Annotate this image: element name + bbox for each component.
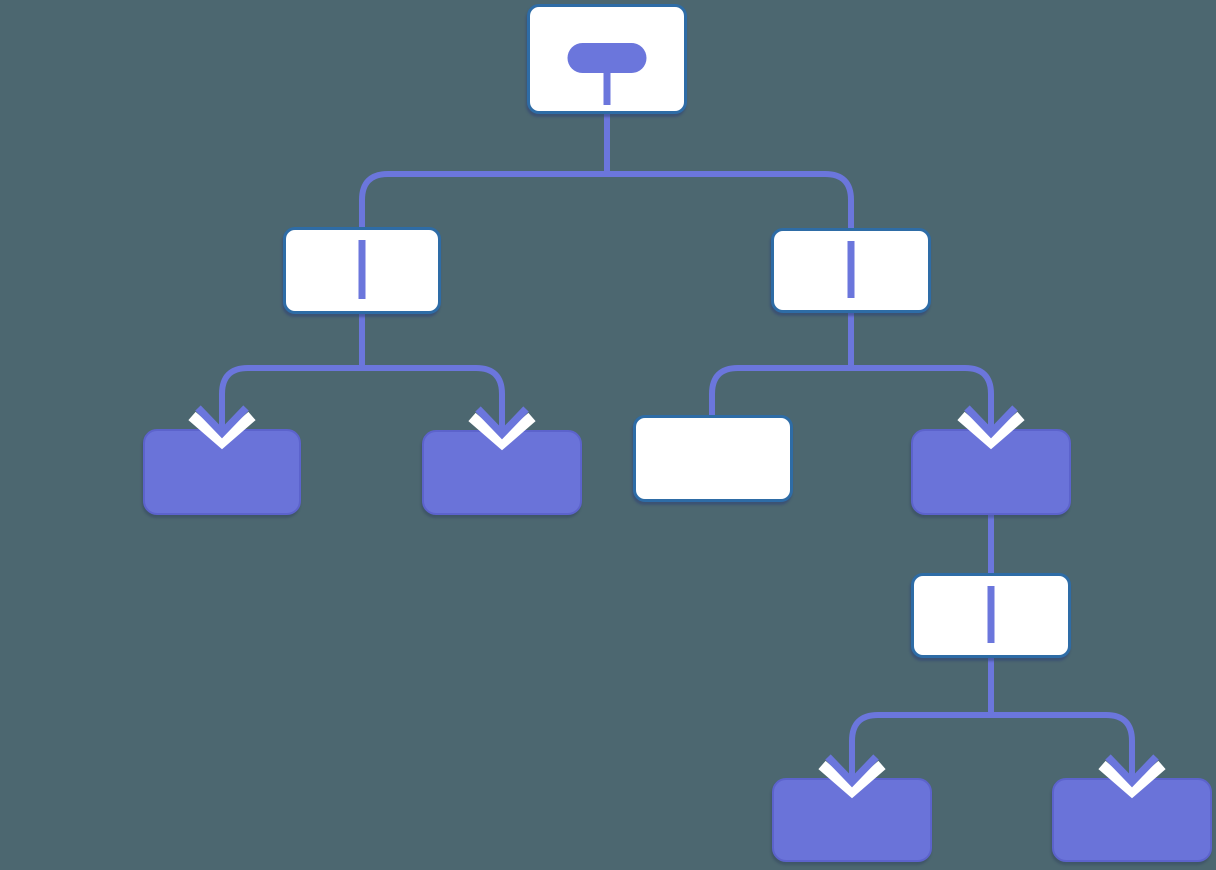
divider-line-icon: [847, 241, 855, 298]
double-chevron-down-icon: [1098, 754, 1166, 799]
connector-edge: [219, 365, 505, 434]
connector-edge: [709, 365, 994, 433]
divider-line-icon: [358, 240, 366, 299]
root-pill-stem: [603, 71, 611, 105]
tree-node-plain-1[interactable]: [633, 415, 793, 502]
double-chevron-down-icon: [468, 406, 536, 451]
tree-node-splitter-2[interactable]: [911, 573, 1071, 658]
tree-node-root[interactable]: [527, 4, 687, 114]
divider-line-icon: [987, 586, 995, 643]
tree-node-branch-left[interactable]: [283, 227, 441, 314]
tree-node-branch-right[interactable]: [771, 228, 931, 313]
connector-edge: [359, 171, 854, 228]
double-chevron-down-icon: [188, 405, 256, 450]
double-chevron-down-icon: [957, 405, 1025, 450]
double-chevron-down-icon: [818, 754, 886, 799]
root-pill-icon: [567, 43, 647, 73]
connector-edge: [849, 712, 1135, 782]
